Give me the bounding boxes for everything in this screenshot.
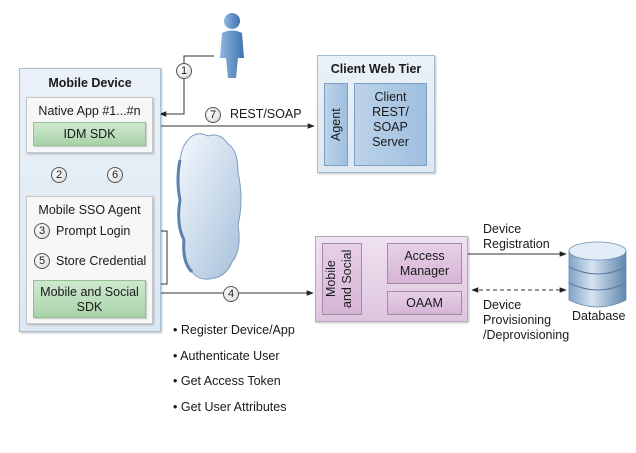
idm-sdk-box[interactable]: IDM SDK bbox=[33, 122, 146, 146]
mobile-sso-agent-box[interactable]: Mobile SSO Agent 3 Prompt Login 5 Store … bbox=[26, 196, 153, 324]
server-line-1: Client bbox=[374, 90, 407, 104]
sso-agent-title: Mobile SSO Agent bbox=[38, 203, 141, 217]
mobile-social-server-label: Mobile and Social bbox=[323, 244, 361, 314]
operation-item: • Get Access Token bbox=[173, 374, 281, 388]
step-5-marker: 5 bbox=[34, 253, 50, 269]
device-registration-label: Device Registration bbox=[483, 222, 550, 251]
server-line-4: Server bbox=[372, 135, 409, 149]
mobile-social-line1: Mobile bbox=[324, 260, 338, 298]
database-label: Database bbox=[572, 309, 626, 323]
server-line-3: SOAP bbox=[373, 120, 408, 134]
store-credential-label: Store Credential bbox=[56, 254, 147, 268]
step-2-marker: 2 bbox=[51, 167, 67, 183]
client-web-tier-container: Client Web Tier Agent Client REST/ SOAP … bbox=[317, 55, 435, 173]
operation-item: • Authenticate User bbox=[173, 348, 280, 363]
mobile-social-sdk-line1: Mobile and Social bbox=[40, 285, 139, 299]
arrow-user-to-app bbox=[159, 55, 214, 117]
server-tier-container: Mobile and Social Access Manager OAAM bbox=[315, 236, 468, 322]
user-icon bbox=[220, 13, 244, 78]
client-rest-soap-server-box[interactable]: Client REST/ SOAP Server bbox=[354, 83, 427, 166]
rest-soap-label: REST/SOAP bbox=[230, 107, 302, 121]
mobile-social-sdk-line2: SDK bbox=[76, 300, 103, 314]
access-manager-box[interactable]: Access Manager bbox=[387, 243, 462, 284]
access-manager-line2: Manager bbox=[399, 264, 450, 278]
step-3-marker: 3 bbox=[34, 223, 50, 239]
server-line-2: REST/ bbox=[372, 105, 409, 119]
agent-box[interactable]: Agent bbox=[324, 83, 348, 166]
step-6-marker: 6 bbox=[107, 167, 123, 183]
operations-list: • Register Device/App • Authenticate Use… bbox=[173, 318, 295, 420]
client-web-tier-title: Client Web Tier bbox=[330, 62, 422, 76]
oaam-box[interactable]: OAAM bbox=[387, 291, 462, 315]
operation-item: • Get User Attributes bbox=[173, 399, 287, 414]
step-4-marker: 4 bbox=[223, 286, 239, 302]
device-provisioning-label: Device Provisioning /Deprovisioning bbox=[483, 298, 570, 342]
mobile-social-sdk-box[interactable]: Mobile and Social SDK bbox=[33, 280, 146, 318]
mobile-social-server-box[interactable]: Mobile and Social bbox=[322, 243, 362, 315]
prompt-login-label: Prompt Login bbox=[56, 224, 131, 238]
access-manager-line1: Access bbox=[404, 249, 445, 263]
cloud-icon bbox=[176, 133, 242, 280]
step-1-marker: 1 bbox=[176, 63, 192, 79]
mobile-social-line2: and Social bbox=[340, 249, 354, 309]
mobile-device-title: Mobile Device bbox=[48, 76, 132, 90]
native-app-box[interactable]: Native App #1...#n IDM SDK bbox=[26, 97, 153, 153]
database-icon bbox=[568, 241, 627, 308]
agent-label: Agent bbox=[329, 108, 343, 141]
step-7-marker: 7 bbox=[205, 107, 221, 123]
native-app-label: Native App #1...#n bbox=[38, 104, 141, 118]
operation-item: • Register Device/App bbox=[173, 323, 295, 337]
